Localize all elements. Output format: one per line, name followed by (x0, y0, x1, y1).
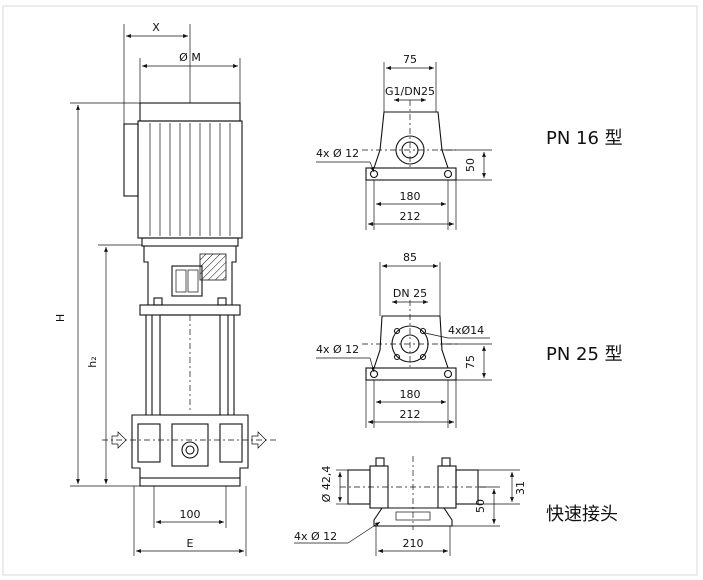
pn25-port-label: DN 25 (393, 287, 427, 300)
quick-left-bolt (375, 457, 385, 467)
motor-top-cap (139, 102, 241, 122)
pn25-dim-212-label: 212 (400, 408, 421, 421)
pn25-view: 85 DN 25 4xØ14 4x Ø 12 75 180 212 PN 25 … (316, 251, 623, 428)
pn16-dim-75-label: 75 (403, 53, 417, 66)
quick-dim-210-label: 210 (403, 537, 424, 550)
pn25-flange-hole-3 (393, 353, 401, 361)
pn25-base (365, 367, 457, 381)
coupling (171, 265, 203, 297)
pn25-dim-75-label: 75 (464, 355, 477, 369)
pn25-bolt-arrow (369, 357, 375, 373)
nut-right (217, 297, 227, 306)
quick-connector-view: Ø 42,4 50 31 4x Ø 12 210 快速接头 (294, 456, 618, 556)
dim-100-label: 100 (180, 508, 201, 521)
frame-border (2, 5, 698, 576)
pn16-port-label: G1/DN25 (385, 85, 435, 98)
discharge-flange (219, 423, 243, 463)
pump-head (139, 304, 241, 316)
quick-dim-dia-label: Ø 42,4 (320, 466, 333, 503)
drain-plug-inner (185, 445, 195, 455)
pn16-dim-50-label: 50 (464, 158, 477, 172)
pn16-view: 75 G1/DN25 4x Ø 12 50 180 212 PN 16 型 (316, 53, 623, 230)
pn16-bolt-hole-left (369, 169, 379, 179)
dim-x-label: X (152, 21, 160, 34)
suction-flange (137, 423, 161, 463)
pn25-bolt-label: 4x Ø 12 (316, 343, 359, 356)
pump-side-view: X Ø M H h₂ 100 E (54, 21, 278, 556)
pn25-flange-hole-4 (419, 353, 427, 361)
pn25-bolt-hole-right (443, 369, 453, 379)
pn16-base (365, 167, 457, 181)
pn16-title: PN 16 型 (546, 128, 623, 149)
coupling-half-right (187, 269, 199, 293)
motor-cooling-fins (149, 123, 231, 236)
quick-dim-50-label: 50 (474, 499, 487, 513)
coupling-guard (199, 253, 227, 281)
dim-e-label: E (187, 537, 194, 550)
pn25-flange-hole-2 (419, 327, 427, 335)
inlet-flow-arrow (111, 431, 127, 449)
nut-left (153, 297, 163, 306)
pn16-dim-180-label: 180 (400, 190, 421, 203)
motor-flange (141, 237, 239, 247)
pn25-flange-bolt-label: 4xØ14 (448, 324, 484, 337)
drain-plug-outer (181, 441, 199, 459)
quick-bolt-label: 4x Ø 12 (294, 530, 337, 543)
pn16-bolt-hole-right (443, 169, 453, 179)
pn25-flange-bolt-leader (424, 332, 449, 339)
dim-m-label: Ø M (179, 51, 201, 64)
dim-h2-label: h₂ (86, 356, 99, 367)
coupling-half-left (175, 269, 187, 293)
pn25-title: PN 25 型 (546, 344, 623, 365)
dim-h-label: H (54, 314, 67, 322)
quick-title: 快速接头 (546, 504, 618, 525)
pn25-dim-85-label: 85 (403, 251, 417, 264)
pn16-body (373, 111, 449, 169)
pn25-dim-180-label: 180 (400, 388, 421, 401)
base-plate (139, 477, 241, 487)
pn16-dim-212-label: 212 (400, 210, 421, 223)
terminal-box (123, 123, 139, 197)
pn16-bolt-arrow (369, 161, 375, 173)
pn16-bolt-label: 4x Ø 12 (316, 147, 359, 160)
pn25-flange-hole-1 (393, 327, 401, 335)
quick-dim-31-label: 31 (514, 481, 527, 495)
outlet-flow-arrow (251, 431, 267, 449)
quick-right-bolt (441, 457, 451, 467)
quick-bolt-arrow (347, 521, 381, 544)
drain-plate (171, 423, 209, 467)
pn25-body (373, 315, 449, 369)
